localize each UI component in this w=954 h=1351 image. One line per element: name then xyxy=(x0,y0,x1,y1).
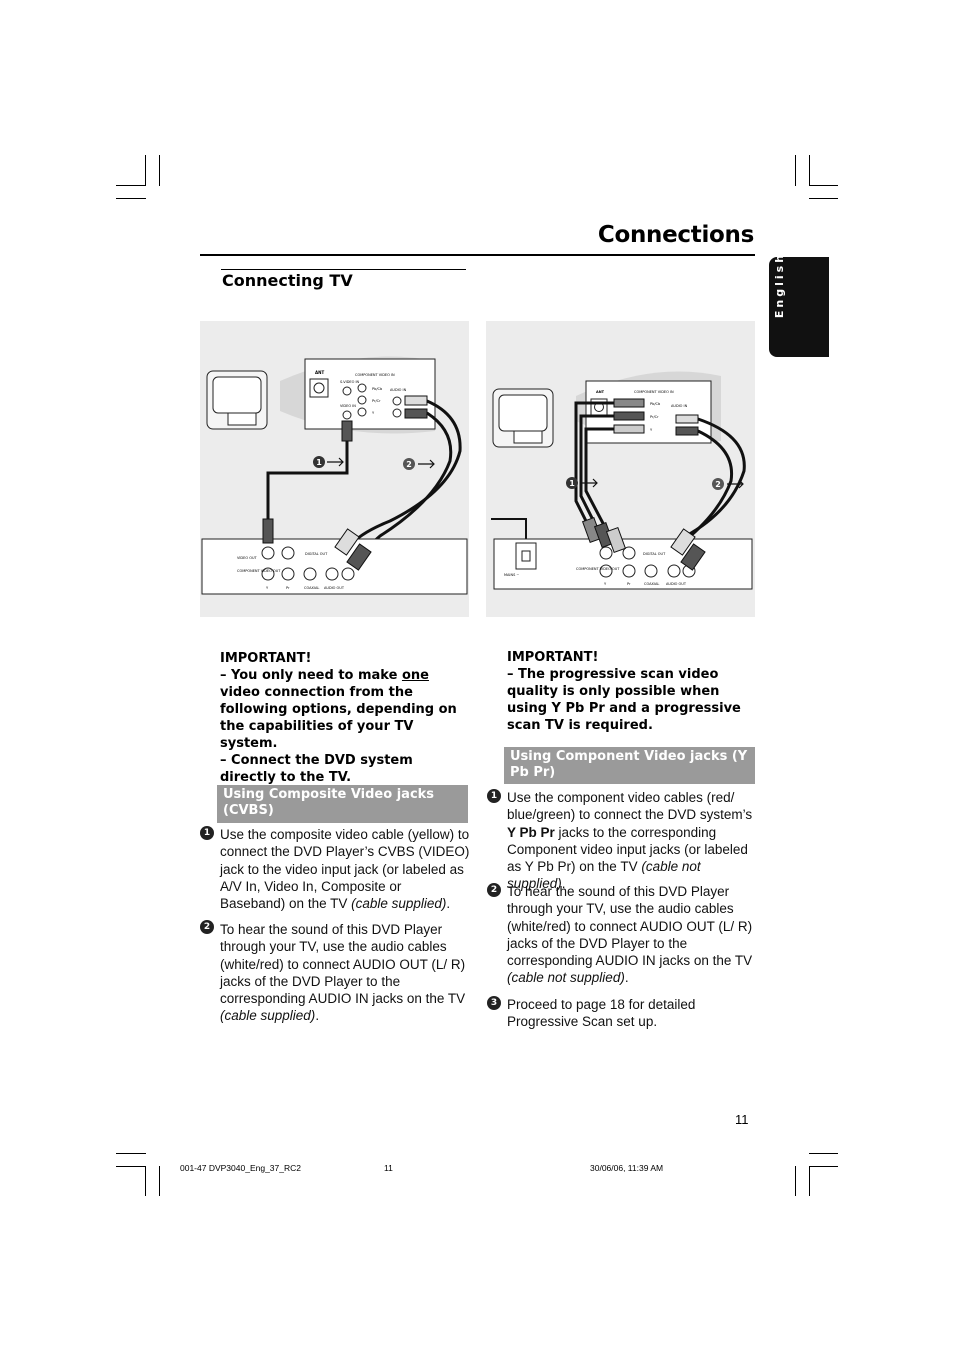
svg-text:1: 1 xyxy=(316,458,322,467)
svg-text:ANT: ANT xyxy=(315,370,324,375)
language-tab-label: English xyxy=(773,251,786,319)
svg-text:1: 1 xyxy=(569,479,575,488)
component-section-header: Using Component Video jacks (Y Pb Pr) xyxy=(504,747,755,784)
svg-text:AUDIO OUT: AUDIO OUT xyxy=(324,586,345,590)
svg-text:COMPONENT VIDEO IN: COMPONENT VIDEO IN xyxy=(634,390,674,394)
svg-text:Pr/Cr: Pr/Cr xyxy=(650,415,659,419)
svg-text:COMPONENT VIDEO OUT: COMPONENT VIDEO OUT xyxy=(237,569,281,573)
composite-step-2: To hear the sound of this DVD Player thr… xyxy=(220,922,466,1024)
footer-file: 001-47 DVP3040_Eng_37_RC2 xyxy=(180,1163,301,1173)
svg-text:VIDEO IN: VIDEO IN xyxy=(340,404,356,408)
svg-text:COMPONENT VIDEO OUT: COMPONENT VIDEO OUT xyxy=(576,567,620,571)
title-rule xyxy=(200,254,755,256)
tv-icon xyxy=(492,388,554,448)
svg-text:COAXIAL: COAXIAL xyxy=(644,582,659,586)
step-number-1: 1 xyxy=(487,789,501,803)
language-tab: English xyxy=(769,252,829,357)
svg-text:AUDIO IN: AUDIO IN xyxy=(390,388,407,392)
svg-text:AUDIO OUT: AUDIO OUT xyxy=(666,582,687,586)
svg-text:2: 2 xyxy=(715,480,721,489)
composite-section-header: Using Composite Video jacks (CVBS) xyxy=(217,785,468,823)
footer-page: 11 xyxy=(384,1163,393,1173)
svg-text:VIDEO OUT: VIDEO OUT xyxy=(237,556,258,560)
svg-text:COAXIAL: COAXIAL xyxy=(304,586,319,590)
svg-text:Pb/Cb: Pb/Cb xyxy=(372,387,383,391)
svg-text:Pr/Cr: Pr/Cr xyxy=(372,399,381,403)
important-note-left: IMPORTANT! – You only need to make one v… xyxy=(220,650,470,786)
svg-text:MAINS ~: MAINS ~ xyxy=(504,573,519,577)
underlined-word: one xyxy=(401,668,429,683)
svg-text:Y: Y xyxy=(604,582,607,586)
svg-text:ANT: ANT xyxy=(596,390,605,394)
svg-text:Pb/Cb: Pb/Cb xyxy=(650,402,661,406)
svg-text:DIGITAL OUT: DIGITAL OUT xyxy=(643,552,666,556)
section-title: Connecting TV xyxy=(222,271,353,290)
step-number-2: 2 xyxy=(487,883,501,897)
svg-text:Y: Y xyxy=(372,411,375,415)
component-step-1: Use the component video cables (red/ blu… xyxy=(507,790,753,892)
page-number: 11 xyxy=(735,1112,749,1127)
component-step-2: To hear the sound of this DVD Player thr… xyxy=(507,884,753,986)
svg-text:S-VIDEO IN: S-VIDEO IN xyxy=(340,380,360,384)
svg-text:AUDIO IN: AUDIO IN xyxy=(671,404,688,408)
important-note-right: IMPORTANT! – The progressive scan video … xyxy=(507,649,754,734)
important-line-2: – Connect the DVD system directly to the… xyxy=(220,753,413,785)
composite-step-1: Use the composite video cable (yellow) t… xyxy=(220,827,470,912)
page-title: Connections xyxy=(597,222,754,248)
svg-text:COMPONENT VIDEO IN: COMPONENT VIDEO IN xyxy=(355,373,395,377)
important-heading: IMPORTANT! xyxy=(220,651,312,666)
important-heading: IMPORTANT! xyxy=(507,650,599,665)
svg-text:Y: Y xyxy=(650,428,653,432)
svg-text:Y: Y xyxy=(266,586,269,590)
composite-connection-diagram: ANT COMPONENT VIDEO IN S-VIDEO IN VIDEO … xyxy=(200,321,469,617)
svg-text:Pr: Pr xyxy=(286,586,290,590)
important-line-1: – You only need to make one video connec… xyxy=(220,668,457,751)
step-number-2: 2 xyxy=(200,920,214,934)
step-number-3: 3 xyxy=(487,996,501,1010)
tv-icon xyxy=(206,370,268,430)
component-step-3: Proceed to page 18 for detailed Progress… xyxy=(507,997,696,1030)
component-connection-diagram: ANT COMPONENT VIDEO IN AUDIO IN Pb/Cb Pr… xyxy=(486,321,755,617)
step-number-1: 1 xyxy=(200,826,214,840)
important-text: – The progressive scan video quality is … xyxy=(507,667,741,733)
section-rule xyxy=(221,269,466,270)
svg-text:DIGITAL OUT: DIGITAL OUT xyxy=(305,552,328,556)
footer-date: 30/06/06, 11:39 AM xyxy=(590,1163,664,1173)
svg-text:Pr: Pr xyxy=(627,582,631,586)
svg-text:2: 2 xyxy=(406,460,412,469)
